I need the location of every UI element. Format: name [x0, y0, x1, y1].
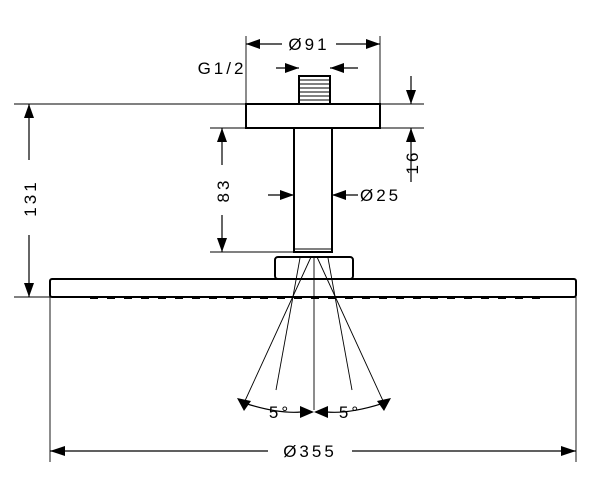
nozzle — [226, 296, 234, 299]
label-arm-length: 83 — [214, 178, 233, 203]
nozzle — [277, 296, 285, 299]
nozzle — [362, 296, 370, 299]
nozzle — [328, 296, 336, 299]
dimension-arm-diameter: Ø25 — [268, 186, 401, 205]
nozzle — [107, 296, 115, 299]
label-total-height: 131 — [21, 179, 40, 216]
nozzle — [294, 296, 302, 299]
thread-connector — [298, 75, 331, 105]
dimension-spray-angle: 5° 5° — [237, 398, 391, 422]
nozzle — [413, 296, 421, 299]
nozzle — [243, 296, 251, 299]
dimension-thread: G1/2 — [198, 59, 358, 78]
nozzle — [209, 296, 217, 299]
label-head-diameter: Ø355 — [283, 442, 337, 461]
nozzle-row — [90, 296, 540, 299]
nozzle — [379, 296, 387, 299]
nozzle — [260, 296, 268, 299]
nozzle — [90, 296, 98, 299]
nozzle — [396, 296, 404, 299]
nozzle — [192, 296, 200, 299]
label-mount-diameter: Ø91 — [288, 35, 329, 54]
nozzle — [141, 296, 149, 299]
nozzle — [430, 296, 438, 299]
label-thread: G1/2 — [198, 59, 247, 78]
nozzle — [311, 296, 319, 299]
nozzle — [158, 296, 166, 299]
label-spray-angle-right: 5° — [339, 403, 361, 422]
nozzle — [447, 296, 455, 299]
label-plate-height: 16 — [403, 150, 422, 175]
label-arm-diameter: Ø25 — [360, 186, 401, 205]
shower-arm — [293, 127, 333, 253]
ceiling-plate — [245, 103, 381, 129]
nozzle — [498, 296, 506, 299]
nozzle — [515, 296, 523, 299]
nozzle — [175, 296, 183, 299]
dimension-head-diameter: Ø355 — [49, 297, 577, 462]
nozzle — [345, 296, 353, 299]
nozzle — [464, 296, 472, 299]
dimension-arm-length: 83 — [210, 127, 294, 253]
dimension-mount-diameter: Ø91 — [245, 35, 381, 104]
nozzle — [532, 296, 540, 299]
nozzle — [124, 296, 132, 299]
dimension-total-height: 131 — [14, 103, 246, 298]
nozzle — [481, 296, 489, 299]
spray-cone — [243, 256, 385, 410]
shower-head — [49, 278, 577, 299]
dimension-plate-height: 16 — [380, 76, 424, 182]
label-spray-angle-left: 5° — [269, 403, 291, 422]
